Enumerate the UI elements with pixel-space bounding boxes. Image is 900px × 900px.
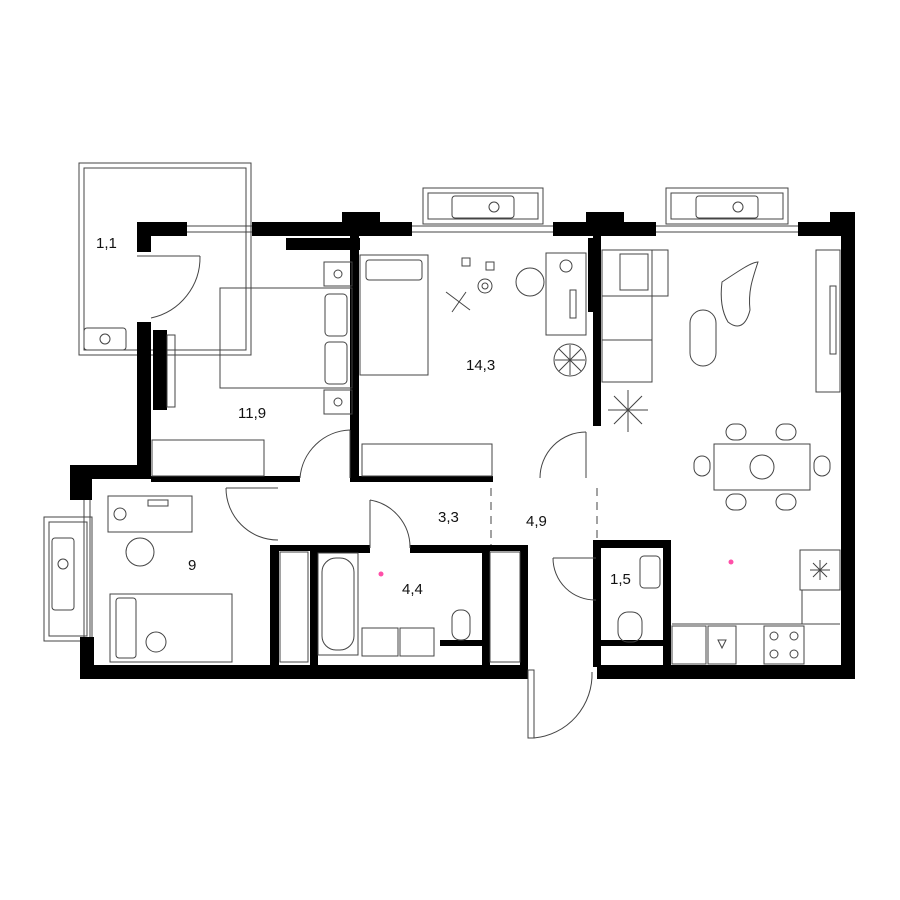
dining-table-icon bbox=[693, 423, 831, 511]
toy-icon bbox=[145, 631, 167, 653]
bed-icon bbox=[219, 287, 353, 389]
plant-icon bbox=[553, 343, 587, 377]
balcony-top-middle bbox=[422, 187, 544, 225]
room-area-hall: 3,3 bbox=[438, 509, 459, 526]
air-conditioner-icon bbox=[51, 537, 75, 611]
marker-bathroom bbox=[378, 571, 384, 577]
sink-icon bbox=[707, 625, 737, 665]
marker-kitchen bbox=[728, 559, 734, 565]
washing-machine-icon bbox=[671, 625, 707, 665]
bed-icon bbox=[359, 254, 429, 376]
sofa-icon bbox=[601, 249, 669, 383]
room-area-kids-room: 14,3 bbox=[466, 357, 495, 374]
tv-icon bbox=[166, 334, 176, 408]
washing-machine-icon bbox=[399, 627, 435, 657]
walls bbox=[70, 212, 855, 679]
door-icon bbox=[137, 255, 598, 739]
kitchen-counter bbox=[672, 590, 840, 625]
dresser-icon bbox=[279, 551, 309, 663]
bathtub-icon bbox=[317, 552, 359, 656]
fridge-icon bbox=[799, 549, 841, 591]
air-conditioner-icon bbox=[83, 327, 127, 351]
room-area-balcony: 1,1 bbox=[96, 235, 117, 252]
room-area-toilet: 1,5 bbox=[610, 571, 631, 588]
coffee-table-icon bbox=[689, 309, 717, 367]
toy-plane-icon bbox=[445, 257, 495, 313]
dresser-icon bbox=[361, 443, 493, 477]
nightstand-icon bbox=[323, 261, 353, 287]
tv-icon bbox=[815, 249, 841, 393]
sink-icon bbox=[361, 627, 399, 657]
dog-icon bbox=[720, 261, 759, 327]
balcony-top-right bbox=[665, 187, 789, 225]
dresser-icon bbox=[151, 439, 265, 477]
room-area-corridor: 4,9 bbox=[526, 513, 547, 530]
windows bbox=[83, 225, 798, 637]
balcony-west bbox=[78, 162, 252, 356]
sink-icon bbox=[639, 555, 661, 589]
nightstand-icon bbox=[323, 389, 353, 415]
plant-icon bbox=[608, 390, 648, 432]
desk-icon bbox=[107, 495, 193, 533]
toilet-icon bbox=[451, 609, 471, 641]
closet-icon bbox=[489, 551, 521, 663]
stove-icon bbox=[763, 625, 805, 665]
room-area-small-bedroom: 9 bbox=[188, 557, 196, 574]
interior-walls bbox=[151, 236, 671, 667]
chair-icon bbox=[125, 537, 155, 567]
chair-icon bbox=[515, 267, 545, 297]
toilet-icon bbox=[617, 611, 643, 643]
balcony-left-lower bbox=[43, 516, 93, 642]
desk-icon bbox=[545, 252, 587, 336]
air-conditioner-icon bbox=[451, 195, 515, 219]
bed-icon bbox=[109, 593, 233, 663]
air-conditioner-icon bbox=[695, 195, 759, 219]
room-area-bedroom: 11,9 bbox=[238, 405, 266, 422]
room-area-bathroom: 4,4 bbox=[402, 581, 423, 598]
